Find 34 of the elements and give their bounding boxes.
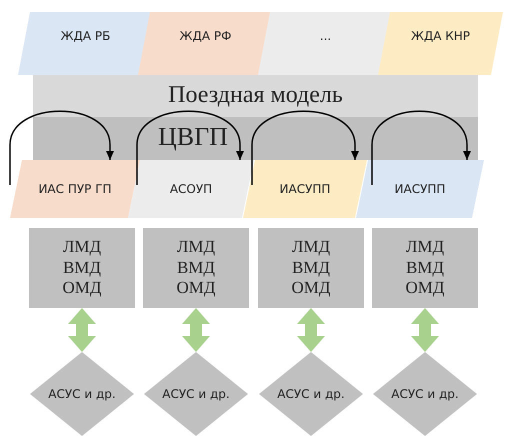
node-label: АСУС и др. <box>47 386 117 402</box>
layer-band <box>33 117 478 160</box>
double-arrow <box>68 308 96 352</box>
node-label: АСУС и др. <box>276 386 346 402</box>
curved-arrow <box>251 110 359 185</box>
process-box <box>29 228 135 308</box>
node-label: ИАСУПП <box>394 182 446 196</box>
layer-band <box>33 75 478 160</box>
node-label: Поездная модель <box>167 81 344 110</box>
double-arrow <box>297 308 325 352</box>
decision-diamond <box>144 352 248 436</box>
double-arrow <box>182 308 210 352</box>
node-label: АСУС и др. <box>161 386 231 402</box>
node-label: ИАС ПУР ГП <box>37 182 113 196</box>
process-box <box>143 228 249 308</box>
node-label: ЛМД ВМД ОМД <box>62 237 102 299</box>
double-arrow <box>411 308 439 352</box>
node-label: ЖДА РБ <box>60 29 112 44</box>
decision-diamond <box>30 352 134 436</box>
decision-diamond <box>259 352 363 436</box>
curved-arrow <box>371 110 471 185</box>
process-box <box>258 228 364 308</box>
node-label: ЛМД ВМД ОМД <box>290 237 332 299</box>
node-label: ЛМД ВМД ОМД <box>404 237 446 299</box>
node-label: ЖДА КНР <box>410 29 472 44</box>
curved-arrow <box>136 110 244 185</box>
curved-arrow <box>9 110 114 185</box>
node-label: АСУС и др. <box>390 386 460 402</box>
node-label: ИАСУПП <box>278 182 332 196</box>
node-label: ЛМД ВМД ОМД <box>176 237 216 299</box>
node-label: АСОУП <box>168 182 214 196</box>
node-label: ЦВГП <box>157 121 229 152</box>
process-box <box>372 228 478 308</box>
decision-diamond <box>373 352 477 436</box>
